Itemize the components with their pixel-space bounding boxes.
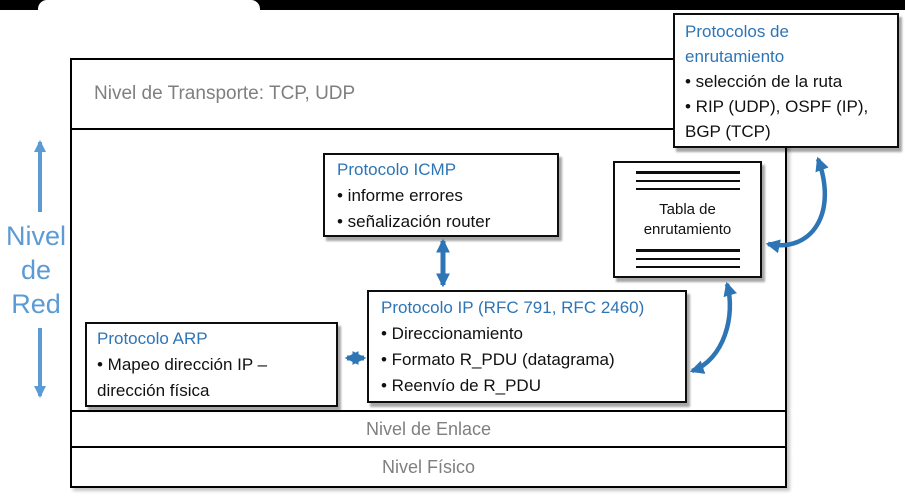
- ip-protocol-box: Protocolo IP (RFC 791, RFC 2460) • Direc…: [367, 290, 687, 403]
- transport-layer-box: Nivel de Transporte: TCP, UDP: [70, 58, 787, 130]
- ip-protocol-bullets: • Direccionamiento • Formato R_PDU (data…: [381, 324, 615, 395]
- table-lines-bottom-icon: [635, 249, 740, 268]
- routing-table-label: Tabla de enrutamiento: [643, 200, 732, 238]
- slide-rounded-tab: [38, 0, 260, 10]
- arp-protocol-title: Protocolo ARP: [97, 329, 208, 348]
- arp-protocol-bullets: • Mapeo dirección IP – dirección física: [97, 355, 268, 400]
- link-layer-box: Nivel de Enlace: [70, 412, 787, 448]
- icmp-protocol-title: Protocolo ICMP: [337, 160, 457, 179]
- table-lines-top-icon: [635, 171, 740, 190]
- network-layer-side-label: Nivel de Red: [5, 221, 66, 319]
- physical-layer-label: Nivel Físico: [381, 456, 475, 477]
- link-layer-label: Nivel de Enlace: [365, 418, 492, 439]
- transport-layer-label: Nivel de Transporte: TCP, UDP: [94, 83, 356, 104]
- routing-protocols-bullets: • selección de la ruta • RIP (UDP), OSPF…: [685, 72, 869, 141]
- slide-top-bar: [0, 0, 905, 10]
- icmp-protocol-box: Protocolo ICMP • informe errores • señal…: [323, 153, 559, 237]
- routing-table-box: Tabla de enrutamiento: [613, 161, 762, 278]
- routing-protocols-title: Protocolos de enrutamiento: [685, 22, 789, 66]
- physical-layer-box: Nivel Físico: [70, 448, 787, 488]
- routing-protocols-box: Protocolos de enrutamiento • selección d…: [673, 13, 899, 148]
- ip-protocol-title: Protocolo IP (RFC 791, RFC 2460): [381, 298, 645, 317]
- arp-protocol-box: Protocolo ARP • Mapeo dirección IP – dir…: [85, 322, 338, 407]
- icmp-protocol-bullets: • informe errores • señalización router: [337, 186, 491, 231]
